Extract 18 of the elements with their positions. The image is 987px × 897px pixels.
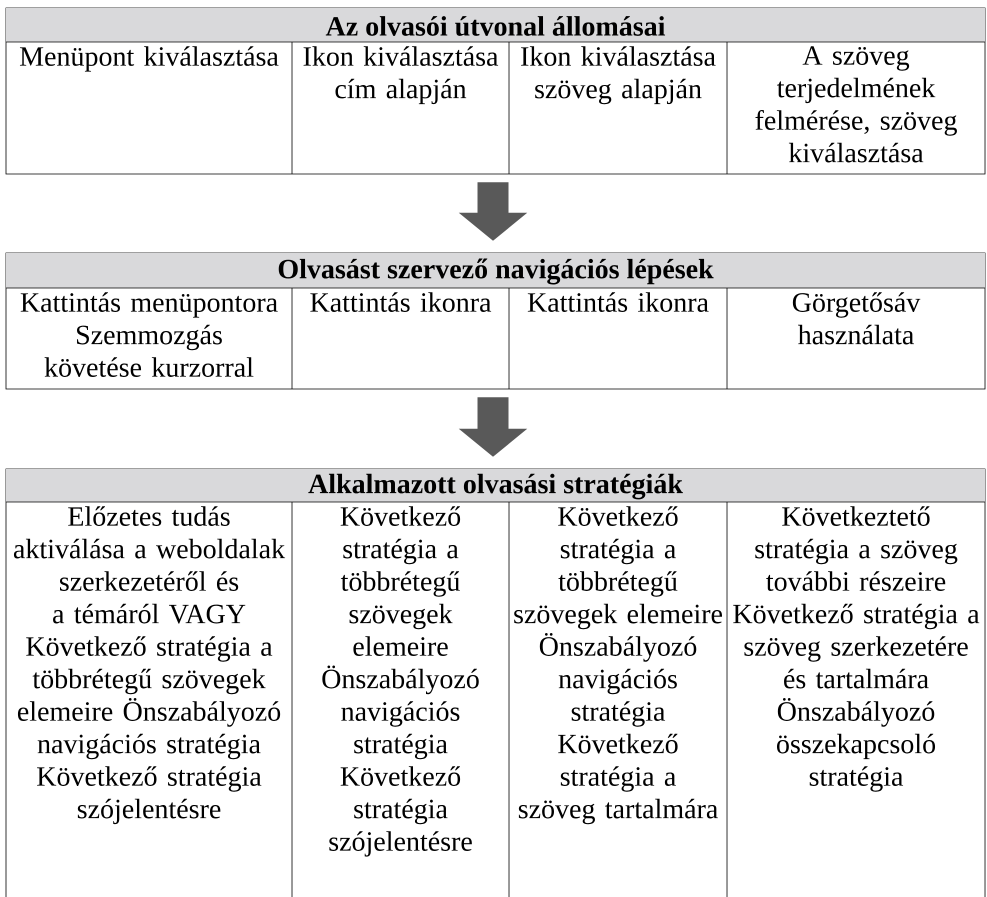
table: [6, 8, 986, 174]
table: [6, 252, 986, 390]
table-cell: Ikon kiválasztása cím alapján: [304, 46, 498, 104]
table: [6, 468, 986, 897]
table-cell: Következtető stratégia a szöveg további részeire Következő stratégia a szöveg szerkezetére és tartalmára Önszabályozó összekapcsoló stratégia: [733, 506, 980, 792]
table-cell: Kattintás ikonra: [310, 292, 492, 312]
table-cell: A szöveg terjedelmének felmérése, szöveg kiválasztása: [755, 46, 957, 162]
header-text: Olvasást szervező navigációs lépések: [278, 258, 714, 284]
table-cell: Kattintás menüpontora Szemmozgás követése kurzorral: [20, 292, 278, 377]
table-cell: Kattintás ikonra: [528, 292, 709, 312]
header-text: Az olvasói útvonal állomásai: [326, 16, 666, 36]
table-cell: Menüpont kiválasztása: [20, 46, 278, 72]
table-cell: Ikon kiválasztása szöveg alapján: [521, 46, 716, 104]
table-cell: Következő stratégia a többrétegű szövegek elemeire Önszabályozó navigációs stratégia Következő stratégia a szöveg tartalmára: [514, 506, 722, 824]
header-text: Alkalmazott olvasási stratégiák: [308, 474, 683, 500]
table-cell: Következő stratégia a többrétegű szövegek elemeire Önszabályozó navigációs stratégia Következő stratégia szójelentésre: [322, 506, 479, 857]
table-cell: Előzetes tudás aktiválása a weboldalak szerkezetéről és a témáról VAGY Következő stratégia a többrétegű szövegek elemeire Önszabályozó navigációs stratégia Következő stratégia szójelentésre: [14, 506, 286, 824]
table-cell: Görgetősáv használata: [792, 292, 920, 344]
